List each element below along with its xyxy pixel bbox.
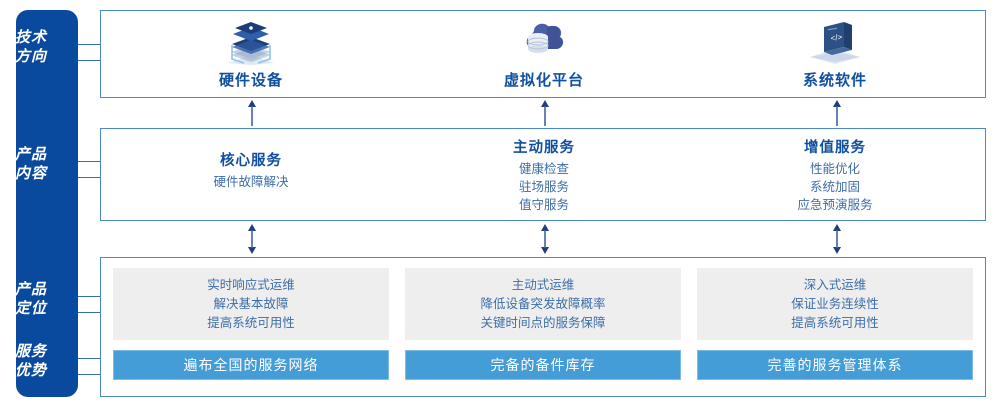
product-content-column-value-added[interactable]: 增值服务 性能优化 系统加固 应急预演服务 (695, 138, 975, 214)
service-advantage-bar-spare-parts[interactable]: 完备的备件库存 (405, 350, 681, 380)
service-advantage-bar-network[interactable]: 遍布全国的服务网络 (113, 350, 389, 380)
laptop-code-icon: </> (695, 19, 975, 65)
positioning-item: 降低设备突发故障概率 (480, 296, 606, 311)
sidebar-item-product-content[interactable]: 产品 内容 (0, 145, 62, 183)
technology-title: 系统软件 (802, 72, 867, 89)
service-advantage-label: 完善的服务管理体系 (767, 357, 903, 373)
product-content-title: 核心服务 (220, 153, 282, 169)
sidebar-label-line2: 优势 (14, 362, 47, 379)
connector-line (78, 177, 100, 178)
product-content-item: 健康检查 (518, 162, 569, 176)
positioning-item: 实时响应式运维 (207, 277, 295, 292)
svg-text:</>: </> (830, 32, 843, 43)
technology-column-hardware[interactable]: 硬件设备 (111, 19, 391, 90)
product-positioning-panel: 实时响应式运维 解决基本故障 提高系统可用性 遍布全国的服务网络 主动式运维 降… (100, 257, 986, 397)
arrow-double-vertical-icon (245, 224, 259, 259)
service-advantage-bar-management[interactable]: 完善的服务管理体系 (697, 350, 973, 380)
positioning-item: 提高系统可用性 (791, 315, 879, 330)
technology-column-virtualization[interactable]: 虚拟化平台 (404, 19, 684, 90)
service-advantage-label: 完备的备件库存 (490, 357, 596, 373)
positioning-box-proactive[interactable]: 主动式运维 降低设备突发故障概率 关键时间点的服务保障 (405, 268, 681, 340)
product-content-item: 应急预演服务 (797, 198, 873, 212)
connector-line (78, 44, 100, 45)
product-content-item: 值守服务 (518, 198, 569, 212)
arrow-double-vertical-icon (830, 224, 844, 259)
sidebar-label-line1: 服务 (14, 343, 47, 360)
sidebar-item-product-positioning[interactable]: 产品 定位 (0, 280, 62, 318)
cloud-database-icon (404, 19, 684, 65)
product-content-items: 硬件故障解决 (111, 173, 391, 191)
sidebar-label-line1: 产品 (14, 146, 47, 163)
server-stack-icon (111, 19, 391, 65)
sidebar-item-service-advantage[interactable]: 服务 优势 (0, 342, 62, 380)
positioning-item: 解决基本故障 (213, 296, 289, 311)
sidebar-label-line2: 方向 (14, 48, 47, 65)
product-content-column-proactive[interactable]: 主动服务 健康检查 驻场服务 值守服务 (404, 138, 684, 214)
product-content-panel: 核心服务 硬件故障解决 主动服务 健康检查 驻场服务 值守服务 增值服务 性能优… (100, 128, 986, 221)
sidebar-label-line1: 技术 (14, 29, 47, 46)
product-content-item: 系统加固 (809, 180, 860, 194)
technology-title: 虚拟化平台 (503, 72, 584, 89)
product-content-item: 硬件故障解决 (213, 175, 289, 189)
connector-line (78, 296, 100, 297)
positioning-item: 深入式运维 (803, 277, 867, 292)
positioning-box-realtime[interactable]: 实时响应式运维 解决基本故障 提高系统可用性 (113, 268, 389, 340)
connector-line (78, 312, 100, 313)
positioning-box-indepth[interactable]: 深入式运维 保证业务连续性 提高系统可用性 (697, 268, 973, 340)
connector-line (78, 161, 100, 162)
sidebar-label-line2: 内容 (14, 165, 47, 182)
service-advantage-label: 遍布全国的服务网络 (183, 357, 319, 373)
technology-direction-panel: 硬件设备 虚拟化平台 (100, 10, 986, 98)
arrow-double-vertical-icon (538, 224, 552, 259)
positioning-item: 保证业务连续性 (791, 296, 879, 311)
sidebar (16, 10, 78, 397)
positioning-item: 主动式运维 (511, 277, 575, 292)
sidebar-label-line1: 产品 (14, 281, 47, 298)
sidebar-label-line2: 定位 (14, 300, 47, 317)
connector-line (78, 374, 100, 375)
product-content-item: 性能优化 (809, 162, 860, 176)
product-content-item: 驻场服务 (518, 180, 569, 194)
arrow-up-icon (245, 100, 259, 131)
product-content-title: 主动服务 (513, 140, 575, 156)
arrow-up-icon (538, 100, 552, 131)
product-content-items: 性能优化 系统加固 应急预演服务 (695, 160, 975, 214)
technology-title: 硬件设备 (218, 72, 283, 89)
product-content-items: 健康检查 驻场服务 值守服务 (404, 160, 684, 214)
positioning-item: 关键时间点的服务保障 (480, 315, 606, 330)
connector-line (78, 60, 100, 61)
product-content-column-core[interactable]: 核心服务 硬件故障解决 (111, 151, 391, 191)
sidebar-item-technology-direction[interactable]: 技术 方向 (0, 28, 62, 66)
positioning-item: 提高系统可用性 (207, 315, 295, 330)
connector-line (78, 358, 100, 359)
product-content-title: 增值服务 (804, 140, 866, 156)
technology-column-system-software[interactable]: </> 系统软件 (695, 19, 975, 90)
arrow-up-icon (830, 100, 844, 131)
